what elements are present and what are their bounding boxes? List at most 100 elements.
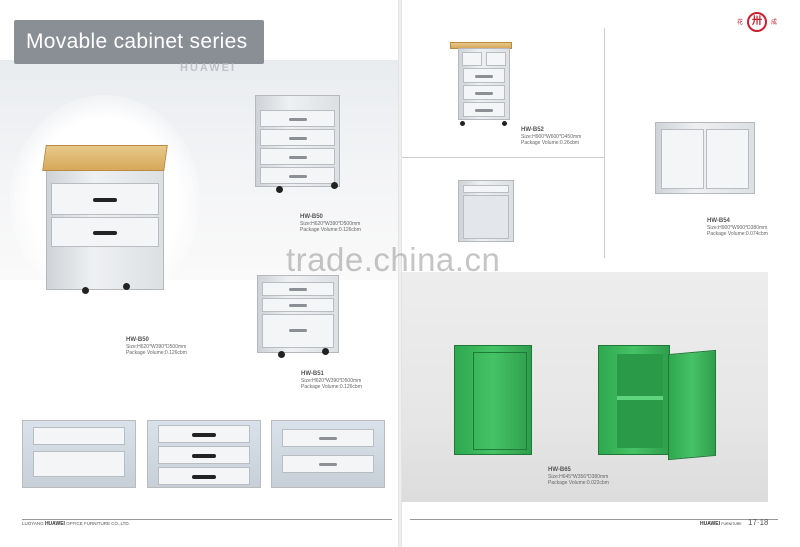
- drawer: [486, 52, 506, 66]
- green-cabinet-closed[interactable]: [454, 345, 532, 455]
- company-logo: 卅: [747, 12, 767, 32]
- product-volume: Package Volume:0.126cbm: [300, 227, 361, 233]
- drawer-handle: [475, 108, 493, 112]
- watermark: trade.china.cn: [286, 241, 501, 278]
- drawer: [158, 425, 250, 443]
- model-number: HW-B50: [300, 214, 323, 220]
- cabinet-door-left: [661, 129, 704, 189]
- wheel: [502, 121, 507, 126]
- cabinet-chest-of-drawers[interactable]: [458, 48, 510, 120]
- title-bar: [14, 20, 264, 64]
- product-caption: HW-B52 Size:H900*W600*D450mm Package Vol…: [521, 127, 581, 147]
- page-number: 17·18: [748, 518, 769, 527]
- cabinet-grey-four-drawer[interactable]: [255, 95, 340, 187]
- product-volume: Package Volume:0.26cbm: [521, 140, 580, 146]
- wheel: [460, 121, 465, 126]
- drawer-handle: [192, 433, 216, 438]
- drawer-handle: [289, 288, 307, 292]
- footer-rule-right: [410, 519, 778, 520]
- drawer-handle: [475, 91, 493, 95]
- product-volume: Package Volume:0.126cbm: [301, 384, 362, 390]
- footer-brand: HUAWEI: [44, 521, 65, 527]
- drawer-handle: [289, 329, 307, 333]
- product-size: Size:H620*W390*D500mm: [300, 220, 361, 227]
- drawer: [260, 110, 335, 127]
- drawer: [262, 298, 334, 312]
- product-size: Size:H900*W600*D450mm: [521, 133, 582, 140]
- model-number: HW-B65: [548, 467, 571, 473]
- drawer-handle: [319, 437, 337, 441]
- footer-suffix: OFFICE FURNITURE CO.,LTD.: [66, 521, 130, 526]
- green-cabinet-open[interactable]: [598, 345, 670, 455]
- wheel: [276, 186, 283, 193]
- wheel: [278, 351, 285, 358]
- drawer-handle: [288, 155, 307, 159]
- drawer: [463, 68, 505, 83]
- detail-photo-drawer-rails: [147, 420, 261, 488]
- footer-rule-left: [22, 519, 392, 520]
- footer-prefix: LUOYANG: [22, 521, 44, 526]
- drawer: [262, 314, 334, 348]
- page-title: Movable cabinet series: [26, 30, 248, 53]
- product-caption: HW-B51 Size:H620*W390*D500mm Package Vol…: [301, 371, 362, 391]
- green-cabinet-door-open: [668, 349, 716, 461]
- wheel: [82, 287, 89, 294]
- product-caption: HW-B65 Size:H645*W356*D380mm Package Vol…: [548, 467, 609, 487]
- product-caption: HW-B54 Size:H900*W900*D380mm Package Vol…: [707, 218, 768, 238]
- footer-brand-right: HUAWEI FURNITURE: [700, 521, 742, 527]
- cabinet-door: [473, 352, 527, 450]
- wood-top-panel: [42, 145, 168, 171]
- drawer-handle: [288, 174, 307, 178]
- product-size: Size:H900*W900*D380mm: [707, 224, 768, 231]
- drawer-handle: [475, 74, 493, 78]
- product-caption: HW-B50 Size:H620*W390*D500mm Package Vol…: [300, 214, 361, 234]
- cabinet-locker[interactable]: [458, 180, 514, 242]
- drawer: [158, 446, 250, 464]
- drawer-handle: [93, 197, 117, 202]
- section-divider-vertical: [604, 28, 605, 258]
- footer-company: LUOYANG HUAWEI OFFICE FURNITURE CO.,LTD.: [22, 521, 130, 527]
- model-number: HW-B50: [126, 337, 149, 343]
- detail-photo-drawer-handles: [271, 420, 385, 488]
- model-number: HW-B54: [707, 218, 730, 224]
- cabinet-door-right: [706, 129, 749, 189]
- footer-brand-small: FURNITURE: [721, 522, 742, 526]
- drawer: [282, 429, 374, 447]
- drawer-handle: [192, 454, 216, 459]
- model-number: HW-B51: [301, 371, 324, 377]
- drawer: [33, 427, 125, 445]
- section-divider-horizontal: [402, 157, 604, 158]
- product-size: Size:H645*W356*D380mm: [548, 473, 609, 480]
- product-volume: Package Volume:0.074cbm: [707, 231, 768, 237]
- drawer: [463, 102, 505, 117]
- cabinet-wood-top[interactable]: [46, 160, 164, 290]
- cabinet-sliding-door[interactable]: [655, 122, 755, 194]
- page-spine: [398, 0, 402, 547]
- drawer: [262, 282, 334, 296]
- drawer: [260, 148, 335, 165]
- wheel: [331, 182, 338, 189]
- product-volume: Package Volume:0.126cbm: [126, 350, 187, 356]
- drawer: [51, 183, 159, 215]
- product-size: Size:H620*W390*D500mm: [301, 377, 362, 384]
- logo-left-text: 花: [737, 20, 744, 26]
- cabinet-grey-file[interactable]: [257, 275, 339, 353]
- drawer: [51, 217, 159, 247]
- wheel: [322, 348, 329, 355]
- drawer: [282, 455, 374, 473]
- drawer: [463, 85, 505, 100]
- product-volume: Package Volume:0.022cbm: [548, 480, 609, 486]
- drawer: [260, 167, 335, 184]
- wheel: [123, 283, 130, 290]
- drawer: [158, 467, 250, 485]
- cabinet-door: [463, 195, 509, 239]
- footer-brand: HUAWEI: [700, 521, 720, 527]
- product-caption: HW-B50 Size:H620*W390*D500mm Package Vol…: [126, 337, 187, 357]
- brand-subtitle: HUAWEI: [180, 62, 236, 74]
- detail-photo-drawers-open: [22, 420, 136, 488]
- cabinet-shelf: [617, 396, 663, 400]
- model-number: HW-B52: [521, 127, 544, 133]
- drawer: [462, 52, 482, 66]
- cabinet-interior: [617, 354, 663, 448]
- drawer: [260, 129, 335, 146]
